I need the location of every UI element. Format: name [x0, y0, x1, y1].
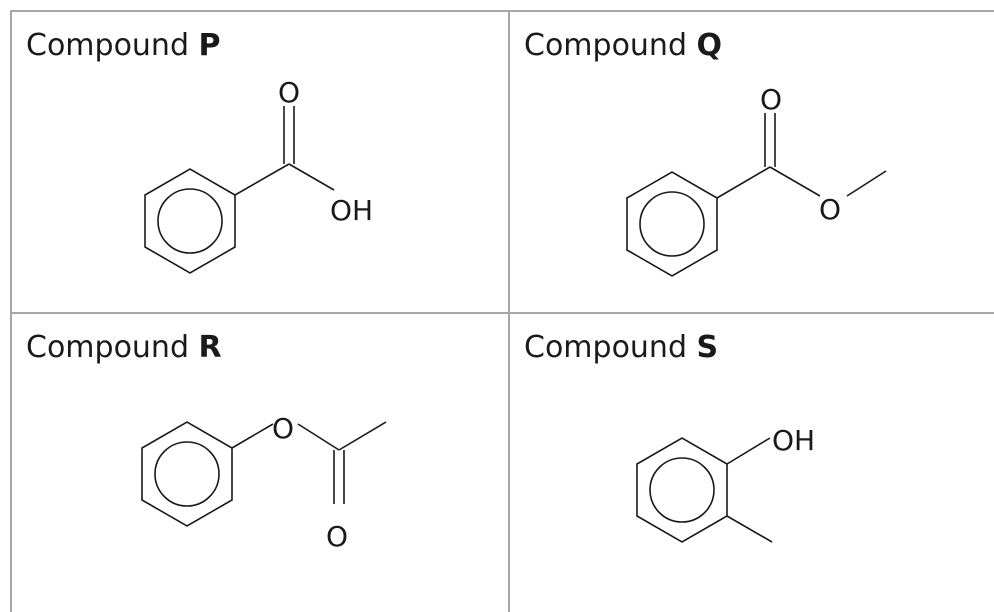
- compound-r-prefix: Compound: [26, 330, 189, 365]
- table-divider-vertical: [508, 10, 510, 612]
- cell-compound-p: Compound P O OH: [12, 12, 508, 312]
- compound-p-structure: O OH: [144, 76, 373, 274]
- ester-oxygen-carbonyl-bond: [297, 423, 340, 451]
- table-border-left: [10, 10, 12, 612]
- table-divider-horizontal: [10, 312, 994, 314]
- ring-to-methyl-bond: [726, 515, 773, 543]
- cell-compound-q: Compound Q O O: [510, 12, 994, 312]
- ring-to-carbonyl-bond: [716, 166, 771, 199]
- compound-p-letter: P: [198, 28, 221, 63]
- hydroxyl-group: OH: [772, 424, 815, 457]
- carbonyl-oxygen-atom: O: [278, 76, 300, 109]
- carbonyl-oxygen-atom: O: [760, 83, 782, 116]
- compound-p-prefix: Compound: [26, 28, 189, 63]
- cell-compound-s: Compound S OH: [510, 314, 994, 612]
- ring-to-hydroxyl-bond: [726, 437, 771, 465]
- ester-oxygen-methyl-bond: [846, 170, 887, 197]
- aromatic-circle: [157, 188, 223, 254]
- carbonyl-methyl-bond: [338, 421, 387, 451]
- cell-compound-r: Compound R O O: [12, 314, 508, 612]
- table-border-top: [10, 10, 994, 12]
- compound-s-structure: OH: [636, 424, 815, 543]
- compound-p-label: Compound P: [26, 28, 221, 64]
- hydroxyl-group: OH: [330, 194, 373, 227]
- compound-q-prefix: Compound: [524, 28, 687, 63]
- ester-oxygen-atom: O: [819, 193, 841, 226]
- carbon-ester-oxygen-bond: [769, 166, 821, 197]
- compound-r-letter: R: [198, 330, 222, 365]
- compound-q-letter: Q: [696, 28, 723, 63]
- carbonyl-oxygen-atom: O: [326, 520, 348, 553]
- carbon-hydroxyl-bond: [288, 163, 335, 191]
- aromatic-circle: [649, 457, 715, 523]
- aromatic-circle: [154, 441, 220, 507]
- aromatic-circle: [639, 191, 705, 257]
- compound-r-structure: O O: [141, 412, 387, 553]
- benzene-ring: [141, 421, 233, 527]
- ring-to-carbonyl-bond: [234, 163, 290, 196]
- compound-s-prefix: Compound: [524, 330, 687, 365]
- compound-q-structure: O O: [626, 83, 887, 277]
- ring-to-ester-oxygen-bond: [231, 423, 274, 449]
- compound-r-label: Compound R: [26, 330, 222, 366]
- benzene-ring: [144, 168, 236, 274]
- compound-s-label: Compound S: [524, 330, 718, 366]
- ester-oxygen-atom: O: [272, 412, 294, 445]
- compound-s-letter: S: [696, 330, 719, 365]
- benzene-ring: [626, 171, 718, 277]
- compound-q-label: Compound Q: [524, 28, 722, 64]
